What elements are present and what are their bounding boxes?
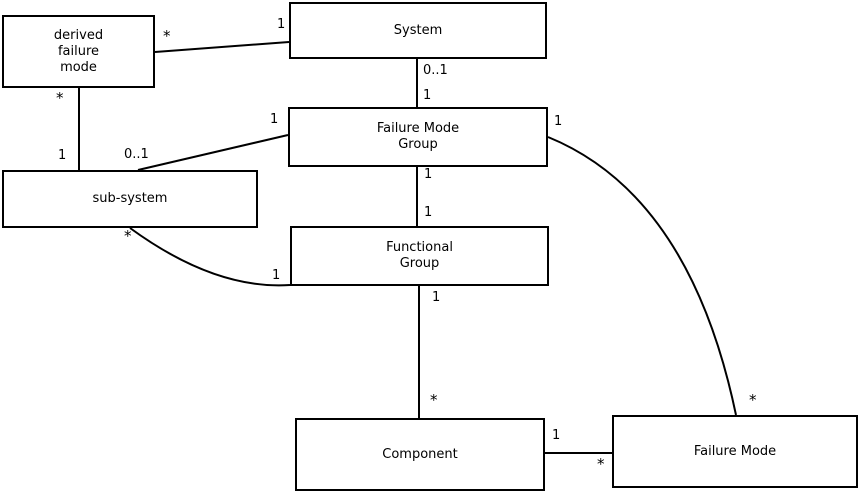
- multiplicity-mult-fg-to-component-bottom: *: [430, 391, 438, 409]
- multiplicity-mult-derived-to-sub-top: *: [56, 89, 64, 107]
- multiplicity-mult-sub-to-fg-far: 1: [272, 268, 281, 283]
- multiplicity-mult-derived-to-system-far: 1: [277, 17, 286, 32]
- multiplicity-mult-sub-to-fmg-far: 1: [270, 112, 279, 127]
- class-box-failure-mode[interactable]: Failure Mode: [612, 415, 858, 488]
- edge-sub-system-to-functional-group: [129, 227, 291, 287]
- edge-sub-system-to-failure-mode-group: [137, 134, 289, 171]
- multiplicity-mult-component-to-fm-right: *: [597, 455, 605, 473]
- multiplicity-mult-fmg-to-fg-top: 1: [424, 167, 433, 182]
- class-box-label-failure-mode: Failure Mode: [693, 443, 777, 459]
- class-box-label-failure-mode-group: Failure Mode Group: [376, 121, 460, 152]
- class-box-label-functional-group: Functional Group: [386, 240, 453, 271]
- multiplicity-mult-sub-to-fg-near: *: [124, 227, 132, 245]
- multiplicity-mult-fmg-to-fm-far: *: [749, 391, 757, 409]
- class-box-component[interactable]: Component: [295, 418, 545, 491]
- class-box-label-component: Component: [382, 446, 458, 462]
- edge-derived-failure-mode-to-system: [154, 41, 290, 53]
- multiplicity-mult-fmg-to-fg-bottom: 1: [424, 205, 433, 220]
- class-box-functional-group[interactable]: Functional Group: [290, 226, 549, 286]
- class-box-sub-system[interactable]: sub-system: [2, 170, 258, 228]
- class-box-failure-mode-group[interactable]: Failure Mode Group: [288, 107, 548, 167]
- multiplicity-mult-derived-to-sub-bottom: 1: [58, 148, 67, 163]
- edge-failure-mode-group-to-failure-mode: [547, 136, 737, 416]
- multiplicity-mult-derived-to-system-near: *: [163, 27, 171, 45]
- multiplicity-mult-system-to-fmg-top: 0..1: [423, 63, 448, 78]
- multiplicity-mult-system-to-fmg-bottom: 1: [423, 88, 432, 103]
- multiplicity-mult-fg-to-component-top: 1: [432, 290, 441, 305]
- multiplicity-mult-fmg-to-fm-near: 1: [554, 114, 563, 129]
- class-box-derived-failure-mode[interactable]: derived failure mode: [2, 15, 155, 88]
- class-box-system[interactable]: System: [289, 2, 547, 59]
- multiplicity-mult-component-to-fm-left: 1: [552, 428, 561, 443]
- class-box-label-sub-system: sub-system: [92, 191, 168, 206]
- class-box-label-system: System: [393, 22, 443, 38]
- multiplicity-mult-sub-to-fmg-near: 0..1: [124, 147, 149, 162]
- class-box-label-derived-failure-mode: derived failure mode: [53, 27, 104, 75]
